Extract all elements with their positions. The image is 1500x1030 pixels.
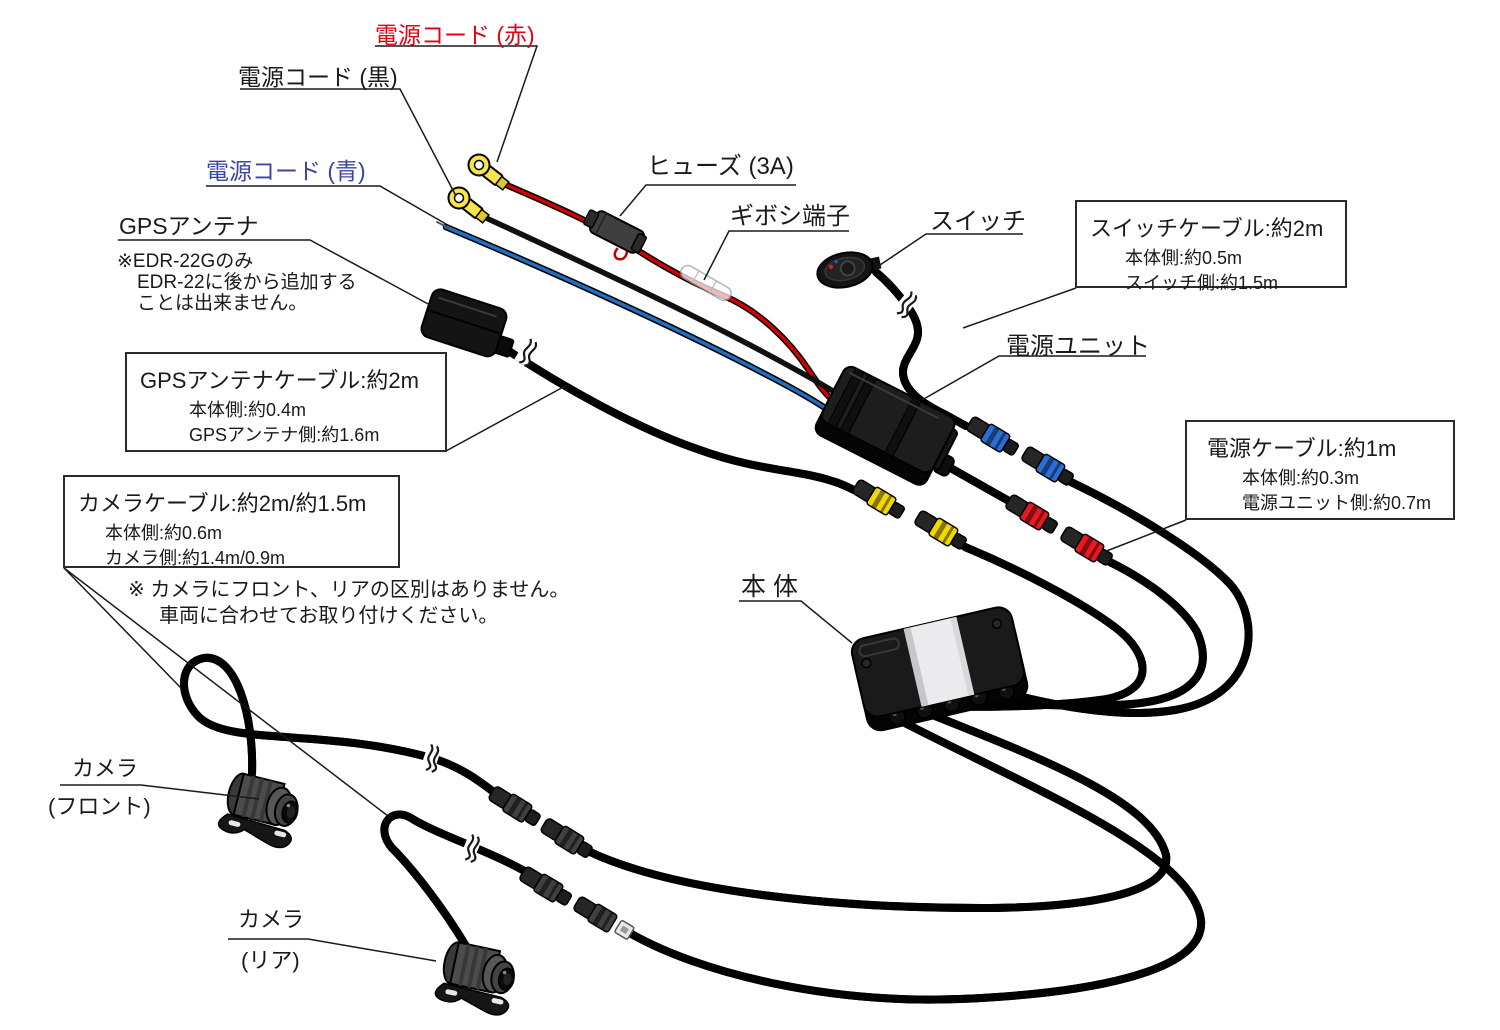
- ring-terminal-red: [467, 153, 510, 191]
- giboshi-sleeve: [680, 264, 732, 302]
- label-power-cord-red: 電源コード (赤): [375, 22, 535, 48]
- switch-cable-spec-box: スイッチケーブル:約2m 本体側:約0.5m スイッチ側:約1.5m: [1075, 200, 1347, 293]
- gps-note-line2: EDR-22に後から追加する: [137, 272, 357, 293]
- gps-cable-title: GPSアンテナケーブル:約2m: [140, 368, 419, 393]
- gps-note-line3: ことは出来ません。: [137, 293, 308, 314]
- power-cable-spec-box: 電源ケーブル:約1m 本体側:約0.3m 電源ユニット側:約0.7m: [1185, 420, 1455, 520]
- label-camera-front-2: (フロント): [48, 794, 151, 819]
- connector-camera-front-a: [488, 786, 541, 826]
- connector-red-power-a: [1005, 494, 1058, 534]
- gps-antenna-device: [420, 288, 515, 358]
- power-unit-device: [814, 365, 959, 486]
- camera-cable-line2: カメラ側:約1.4m/0.9m: [105, 548, 286, 568]
- leader-lines: [60, 45, 1187, 962]
- label-fuse: ヒューズ (3A): [647, 153, 794, 180]
- camera-cable-spec-box: カメラケーブル:約2m/約1.5m 本体側:約0.6m カメラ側:約1.4m/0…: [63, 475, 400, 568]
- label-main-unit: 本 体: [741, 573, 798, 601]
- label-gps-antenna: GPSアンテナ: [119, 213, 259, 239]
- label-giboshi-terminal: ギボシ端子: [730, 203, 850, 230]
- connector-blue-switch-b: [1021, 446, 1074, 486]
- power-cable-title: 電源ケーブル:約1m: [1207, 436, 1397, 461]
- wire-black: [481, 214, 878, 416]
- connector-yellow-gps-a: [852, 479, 905, 519]
- connector-camera-front-b: [540, 818, 593, 858]
- gps-cable-line2: GPSアンテナ側:約1.6m: [189, 425, 380, 445]
- fuse-holder: [583, 209, 647, 261]
- label-power-unit: 電源ユニット: [1006, 333, 1150, 360]
- camera-rear-device: [434, 941, 515, 1016]
- camera-note: ※ カメラにフロント、リアの区別はありません。 車両に合わせてお取り付けください…: [128, 577, 569, 629]
- wire-blue: [444, 225, 830, 412]
- switch-device: [816, 251, 882, 289]
- label-camera-front-1: カメラ: [72, 756, 139, 781]
- camera-note-line2: 車両に合わせてお取り付けください。: [159, 605, 499, 627]
- power-cable-line2: 電源ユニット側:約0.7m: [1242, 493, 1432, 513]
- switch-cable-line2: スイッチ側:約1.5m: [1125, 273, 1279, 293]
- connector-yellow-gps-b: [914, 510, 967, 550]
- label-power-cord-black: 電源コード (黒): [238, 64, 398, 90]
- gps-antenna-note: ※EDR-22Gのみ EDR-22に後から追加する ことは出来ません。: [117, 251, 357, 314]
- metal-clip: [614, 919, 635, 940]
- main-unit-device: [850, 606, 1029, 732]
- wire-blue-bare-tip: [436, 221, 450, 229]
- connector-blue-switch-a: [966, 416, 1019, 456]
- gps-note-line1: ※EDR-22Gのみ: [117, 251, 254, 272]
- camera-cable-line1: 本体側:約0.6m: [105, 523, 223, 543]
- ring-terminal-black: [447, 186, 490, 224]
- gps-cable-spec-box: GPSアンテナケーブル:約2m 本体側:約0.4m GPSアンテナ側:約1.6m: [125, 352, 447, 452]
- break-marks: [420, 289, 920, 863]
- connector-camera-rear-a: [519, 866, 572, 906]
- connector-camera-rear-b: [573, 896, 618, 933]
- label-camera-rear-1: カメラ: [238, 907, 305, 932]
- switch-cable-title: スイッチケーブル:約2m: [1090, 216, 1324, 241]
- label-power-cord-blue: 電源コード (青): [206, 158, 366, 184]
- connector-red-power-b: [1060, 526, 1113, 566]
- power-cable-line1: 本体側:約0.3m: [1242, 468, 1360, 488]
- camera-note-line1: ※ カメラにフロント、リアの区別はありません。: [128, 579, 570, 601]
- camera-cable-title: カメラケーブル:約2m/約1.5m: [78, 491, 367, 516]
- gps-cable-line1: 本体側:約0.4m: [189, 400, 307, 420]
- label-camera-rear-2: (リア): [241, 948, 300, 973]
- label-switch: スイッチ: [930, 208, 1026, 235]
- switch-cable-line1: 本体側:約0.5m: [1125, 248, 1243, 268]
- camera-front-device: [217, 772, 299, 849]
